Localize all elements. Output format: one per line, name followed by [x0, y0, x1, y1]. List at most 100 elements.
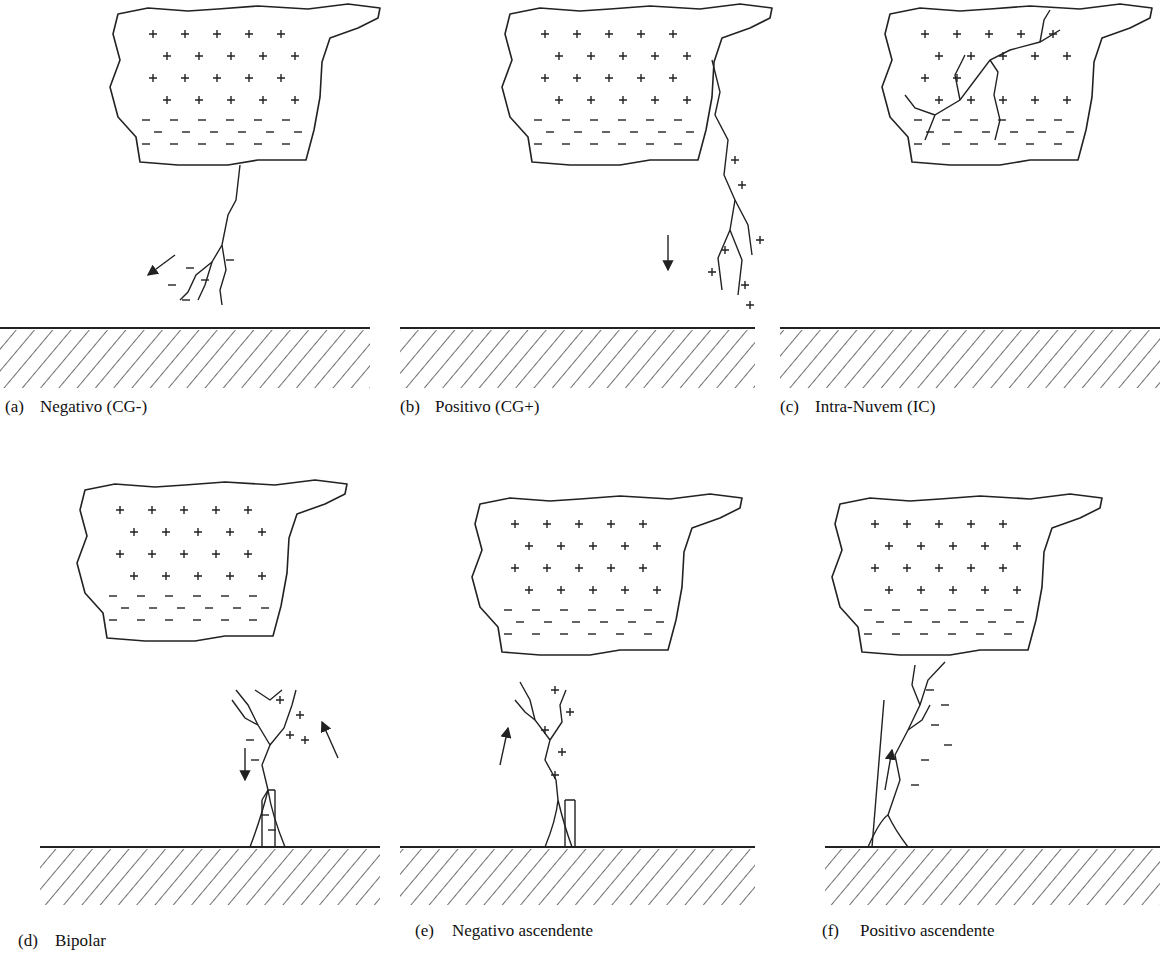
- positive-charge: [276, 696, 284, 704]
- positive-charge: [921, 30, 929, 38]
- positive-charge: [557, 542, 565, 550]
- panel-title: Negativo ascendente: [452, 922, 593, 939]
- positive-charge: [746, 301, 754, 309]
- negative-charge: [546, 131, 554, 132]
- positive-charge: [639, 520, 647, 528]
- negative-charge: [1054, 119, 1062, 120]
- positive-charge: [551, 686, 559, 694]
- negative-charge: [198, 143, 206, 144]
- positive-charge: [557, 586, 565, 594]
- positive-charge: [953, 30, 961, 38]
- negative-charge: [920, 633, 928, 634]
- positive-charge: [575, 520, 583, 528]
- positive-charge: [587, 52, 595, 60]
- negative-charge: [864, 633, 872, 634]
- panel-title: Bipolar: [55, 932, 106, 949]
- panel-letter: (d): [18, 932, 38, 949]
- negative-charge: [201, 279, 209, 280]
- negative-charge: [1016, 621, 1024, 622]
- positive-charge: [258, 572, 266, 580]
- negative-charge: [1004, 609, 1012, 610]
- negative-charge: [982, 131, 990, 132]
- negative-charge: [941, 704, 949, 705]
- positive-charge: [194, 528, 202, 536]
- positive-charge: [163, 96, 171, 104]
- negative-charge: [177, 607, 185, 608]
- negative-charge: [644, 633, 652, 634]
- positive-charge: [558, 748, 566, 756]
- positive-charge: [871, 564, 879, 572]
- negative-charge: [532, 633, 540, 634]
- negative-charge: [137, 619, 145, 620]
- positive-charge: [651, 52, 659, 60]
- negative-charge: [914, 119, 922, 120]
- positive-charge: [935, 96, 943, 104]
- negative-charge: [674, 119, 682, 120]
- negative-charge: [560, 633, 568, 634]
- panel-letter: (e): [415, 922, 434, 939]
- negative-charge: [1004, 633, 1012, 634]
- positive-charge: [301, 736, 309, 744]
- positive-charge: [541, 74, 549, 82]
- positive-charge: [967, 96, 975, 104]
- negative-charge: [616, 609, 624, 610]
- negative-charge: [532, 609, 540, 610]
- negative-charge: [165, 595, 173, 596]
- positive-charge: [669, 74, 677, 82]
- positive-charge: [683, 96, 691, 104]
- negative-charge: [590, 119, 598, 120]
- negative-charge: [254, 143, 262, 144]
- negative-charge: [976, 633, 984, 634]
- negative-charge: [282, 143, 290, 144]
- lightning-channels: [148, 10, 1060, 847]
- negative-charge: [988, 621, 996, 622]
- negative-charge: [1038, 131, 1046, 132]
- negative-charge: [602, 131, 610, 132]
- negative-charge: [942, 143, 950, 144]
- positive-charge: [587, 96, 595, 104]
- negative-charge: [165, 619, 173, 620]
- negative-charge: [246, 739, 254, 740]
- negative-charge: [261, 607, 269, 608]
- negative-charge: [182, 299, 190, 300]
- negative-charge: [142, 119, 150, 120]
- positive-charge: [511, 520, 519, 528]
- negative-charge: [534, 143, 542, 144]
- negative-charge: [588, 609, 596, 610]
- negative-charge: [221, 619, 229, 620]
- negative-charge: [562, 119, 570, 120]
- positive-charge: [543, 564, 551, 572]
- positive-charge: [286, 731, 294, 739]
- positive-charge: [967, 52, 975, 60]
- negative-charge: [282, 119, 290, 120]
- negative-charge: [656, 621, 664, 622]
- positive-charge: [967, 564, 975, 572]
- negative-charge: [168, 284, 176, 285]
- positive-charge: [921, 74, 929, 82]
- negative-charge: [504, 633, 512, 634]
- positive-charge: [738, 181, 746, 189]
- positive-charge: [637, 30, 645, 38]
- positive-charge: [683, 52, 691, 60]
- positive-charge: [589, 542, 597, 550]
- negative-charge: [562, 143, 570, 144]
- positive-charge: [162, 572, 170, 580]
- negative-charge: [600, 621, 608, 622]
- positive-charge: [226, 572, 234, 580]
- negative-charge: [226, 259, 234, 260]
- positive-charge: [116, 550, 124, 558]
- positive-charge: [903, 564, 911, 572]
- positive-charge: [967, 520, 975, 528]
- negative-charge: [931, 724, 939, 725]
- negative-charge: [221, 595, 229, 596]
- negative-charge: [142, 143, 150, 144]
- positive-charge: [756, 236, 764, 244]
- positive-charge: [259, 52, 267, 60]
- positive-charge: [639, 564, 647, 572]
- positive-charge: [194, 572, 202, 580]
- positive-charge: [195, 52, 203, 60]
- negative-charge: [926, 131, 934, 132]
- negative-charge: [948, 633, 956, 634]
- positive-charge: [619, 52, 627, 60]
- negative-charge: [205, 607, 213, 608]
